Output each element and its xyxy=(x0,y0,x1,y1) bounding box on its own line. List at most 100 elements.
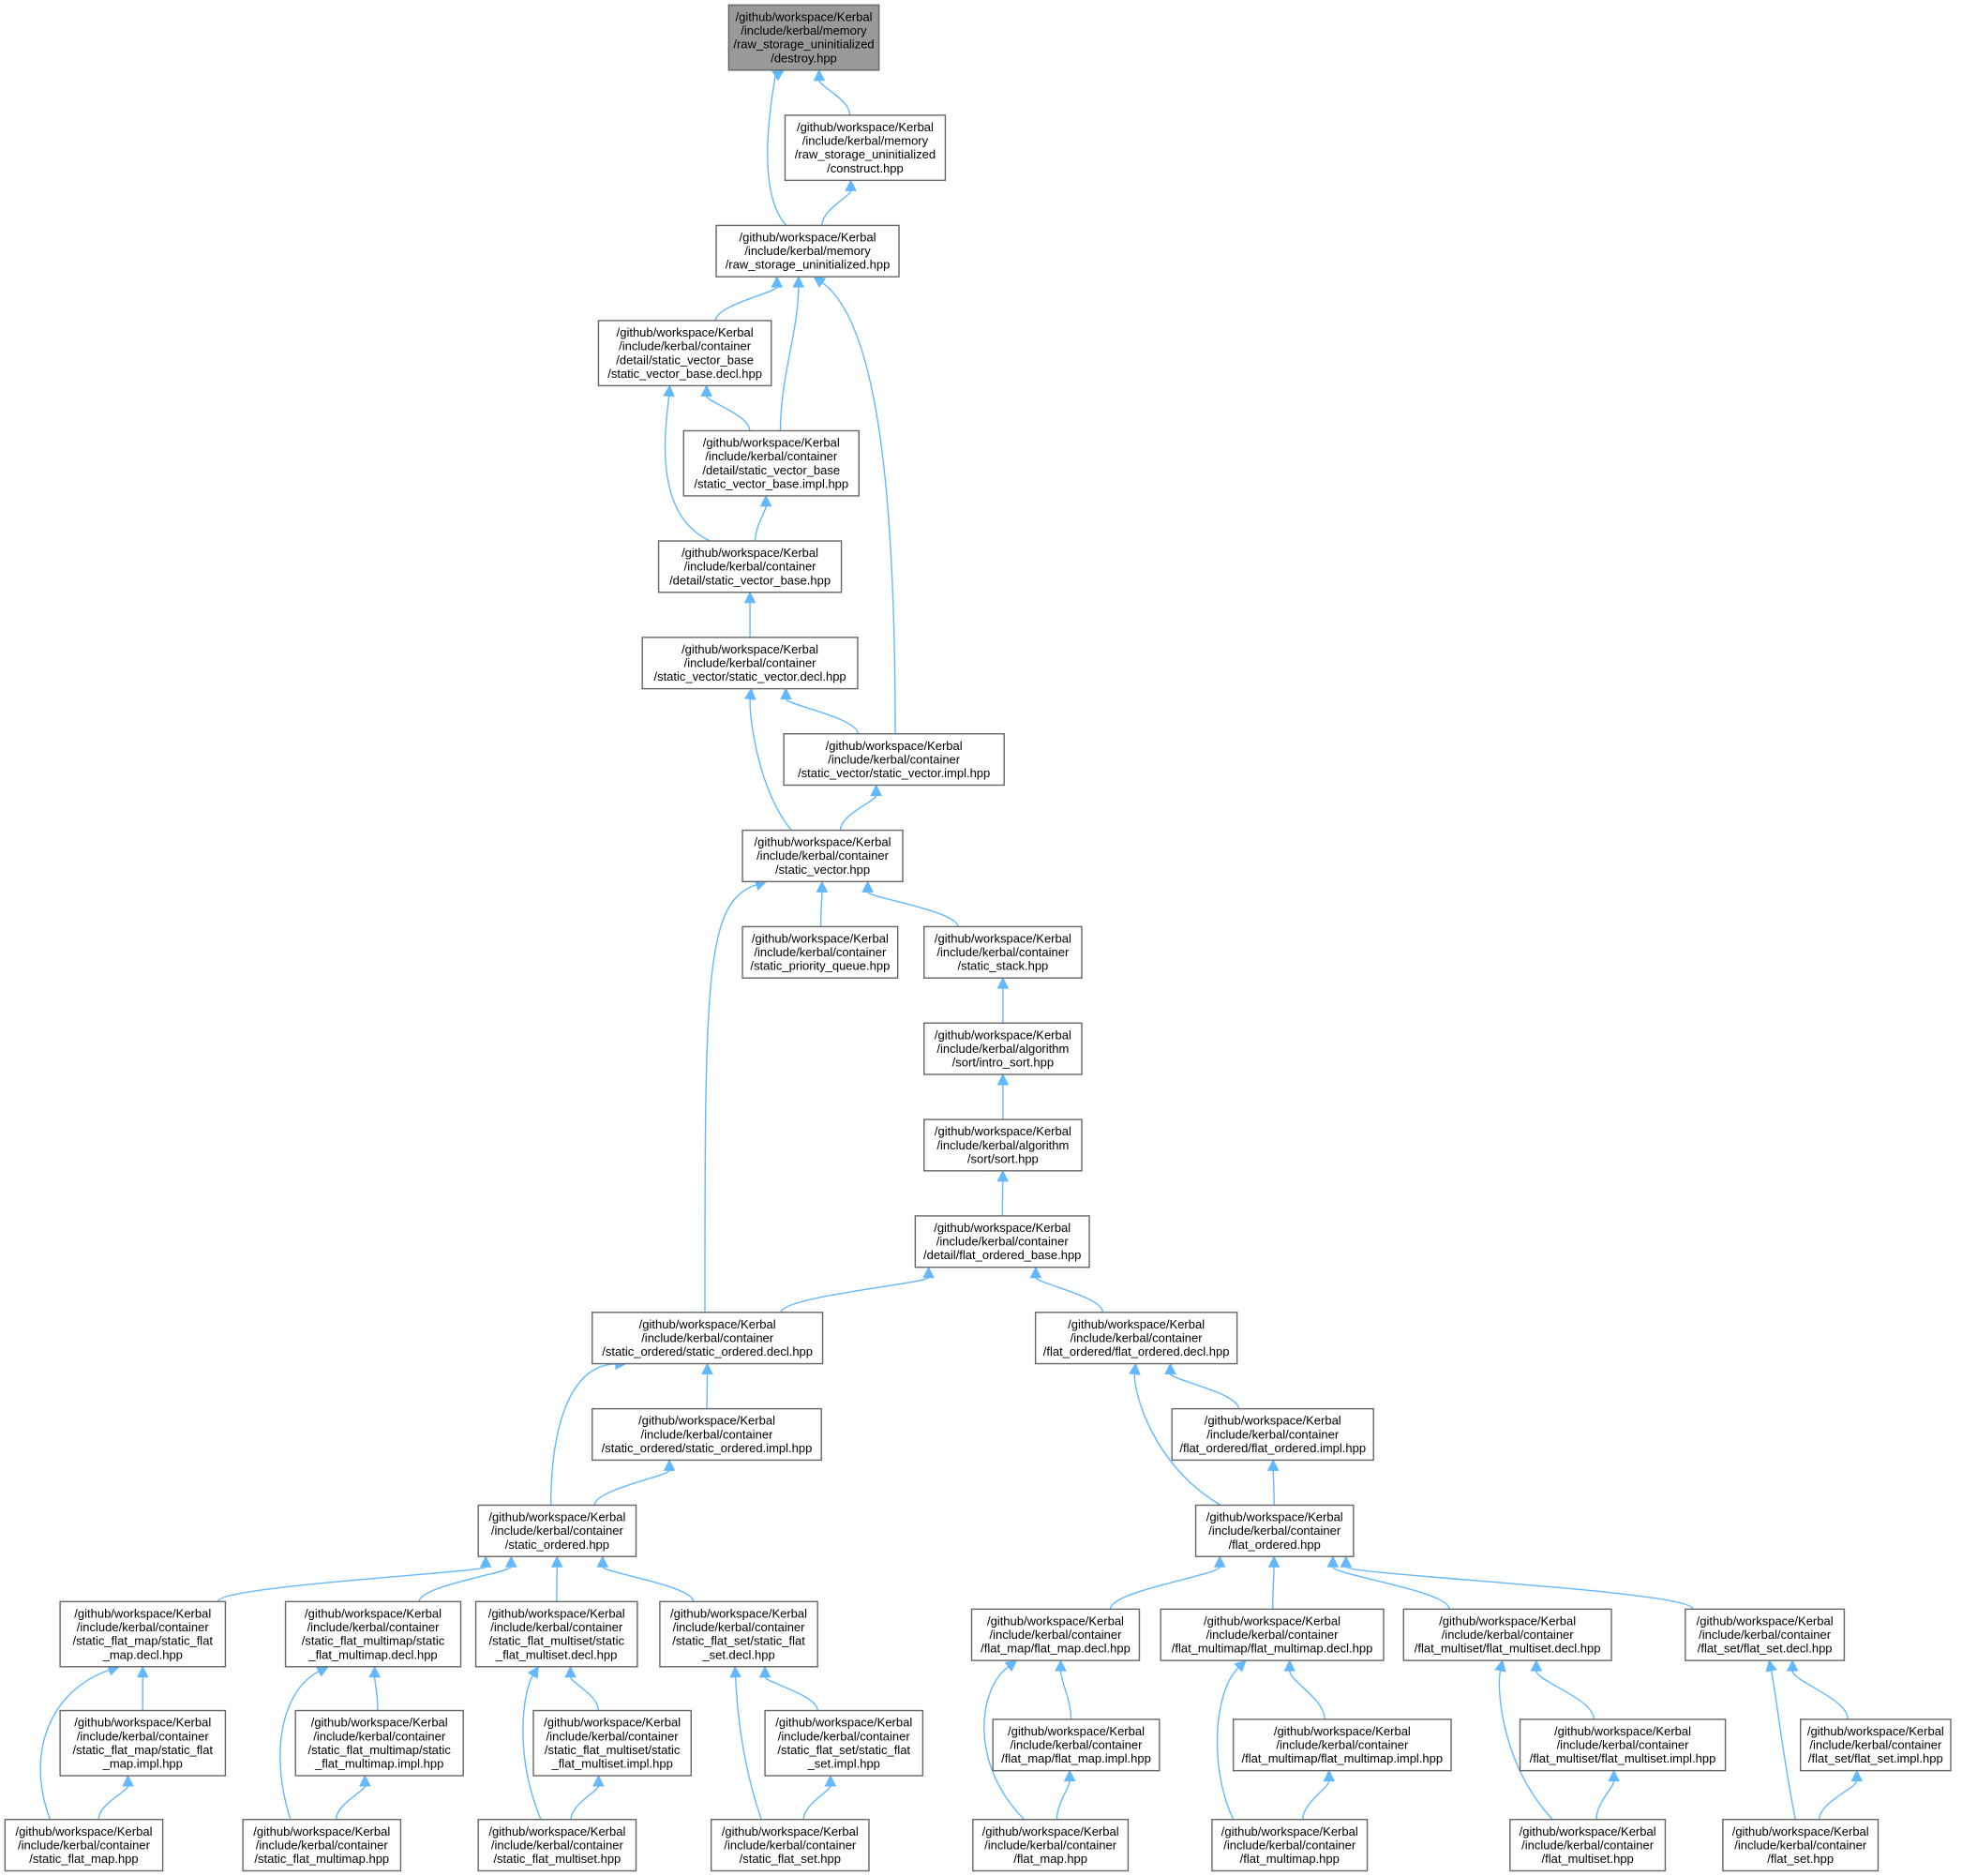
node-label-line: /include/kerbal/container xyxy=(1011,1738,1144,1752)
graph-node-fo-decl[interactable]: /github/workspace/Kerbal/include/kerbal/… xyxy=(1034,1312,1238,1365)
graph-node-so-impl[interactable]: /github/workspace/Kerbal/include/kerbal/… xyxy=(592,1407,822,1462)
graph-node-sfmm-impl[interactable]: /github/workspace/Kerbal/include/kerbal/… xyxy=(294,1709,464,1777)
node-box[interactable] xyxy=(59,1709,227,1777)
node-box[interactable] xyxy=(1402,1608,1612,1661)
graph-node-fs[interactable]: /github/workspace/Kerbal/include/kerbal/… xyxy=(1722,1819,1880,1872)
graph-node-fm-decl[interactable]: /github/workspace/Kerbal/include/kerbal/… xyxy=(970,1608,1141,1661)
node-box[interactable] xyxy=(641,637,859,690)
graph-node-sv[interactable]: /github/workspace/Kerbal/include/kerbal/… xyxy=(741,829,904,883)
node-box[interactable] xyxy=(242,1819,402,1872)
node-box[interactable] xyxy=(477,1504,637,1557)
node-box[interactable] xyxy=(592,1312,824,1365)
graph-node-fms-decl[interactable]: /github/workspace/Kerbal/include/kerbal/… xyxy=(1402,1608,1612,1661)
node-box[interactable] xyxy=(741,829,904,883)
node-box[interactable] xyxy=(923,1118,1083,1172)
graph-node-sfms[interactable]: /github/workspace/Kerbal/include/kerbal/… xyxy=(477,1819,637,1872)
graph-node-sfm-decl[interactable]: /github/workspace/Kerbal/include/kerbal/… xyxy=(59,1600,227,1668)
node-box[interactable] xyxy=(477,1819,637,1872)
graph-node-svb-impl[interactable]: /github/workspace/Kerbal/include/kerbal/… xyxy=(682,429,860,497)
node-label-line: /include/kerbal/container xyxy=(754,945,887,959)
node-box[interactable] xyxy=(1722,1819,1880,1872)
graph-node-sfs-decl[interactable]: /github/workspace/Kerbal/include/kerbal/… xyxy=(659,1600,818,1668)
graph-node-sfs-impl[interactable]: /github/workspace/Kerbal/include/kerbal/… xyxy=(764,1709,924,1777)
node-box[interactable] xyxy=(597,320,772,387)
graph-node-fmm[interactable]: /github/workspace/Kerbal/include/kerbal/… xyxy=(1211,1819,1369,1872)
node-label-line: /github/workspace/Kerbal xyxy=(755,835,891,849)
dependency-edge xyxy=(705,396,751,431)
graph-node-fs-impl[interactable]: /github/workspace/Kerbal/include/kerbal/… xyxy=(1799,1718,1952,1772)
graph-node-sfm-impl[interactable]: /github/workspace/Kerbal/include/kerbal/… xyxy=(59,1709,227,1777)
node-box[interactable] xyxy=(59,1600,227,1668)
node-box[interactable] xyxy=(923,925,1083,979)
graph-node-sfmm[interactable]: /github/workspace/Kerbal/include/kerbal/… xyxy=(242,1819,402,1872)
node-box[interactable] xyxy=(784,114,947,182)
graph-node-fo[interactable]: /github/workspace/Kerbal/include/kerbal/… xyxy=(1194,1504,1355,1557)
node-label-line: /github/workspace/Kerbal xyxy=(488,1824,625,1838)
node-box[interactable] xyxy=(972,1819,1130,1872)
graph-node-rsu[interactable]: /github/workspace/Kerbal/include/kerbal/… xyxy=(715,224,900,278)
arrowhead xyxy=(527,1665,539,1679)
graph-node-fmm-impl[interactable]: /github/workspace/Kerbal/include/kerbal/… xyxy=(1232,1718,1452,1772)
node-box[interactable] xyxy=(659,1600,818,1668)
graph-node-fob[interactable]: /github/workspace/Kerbal/include/kerbal/… xyxy=(914,1215,1090,1268)
graph-node-svb[interactable]: /github/workspace/Kerbal/include/kerbal/… xyxy=(657,540,843,593)
graph-node-sfs[interactable]: /github/workspace/Kerbal/include/kerbal/… xyxy=(710,1819,870,1872)
node-box[interactable] xyxy=(992,1718,1161,1772)
node-label-line: /static_flat_multiset/static xyxy=(488,1634,624,1648)
node-box[interactable] xyxy=(657,540,843,593)
node-box[interactable] xyxy=(1799,1718,1952,1772)
node-box[interactable] xyxy=(1211,1819,1369,1872)
node-box[interactable] xyxy=(474,1600,638,1668)
node-box[interactable] xyxy=(741,925,899,979)
graph-node-sfm[interactable]: /github/workspace/Kerbal/include/kerbal/… xyxy=(4,1819,164,1872)
node-box[interactable] xyxy=(715,224,900,278)
graph-node-sv-decl[interactable]: /github/workspace/Kerbal/include/kerbal/… xyxy=(641,637,859,690)
arrowhead xyxy=(122,1774,134,1787)
node-box[interactable] xyxy=(4,1819,164,1872)
arrowhead xyxy=(1326,1555,1340,1568)
graph-node-intro[interactable]: /github/workspace/Kerbal/include/kerbal/… xyxy=(923,1022,1083,1075)
node-box[interactable] xyxy=(1519,1718,1727,1772)
graph-node-so[interactable]: /github/workspace/Kerbal/include/kerbal/… xyxy=(477,1504,637,1557)
node-label-line: _flat_multimap.impl.hpp xyxy=(314,1756,443,1770)
graph-node-fmm-decl[interactable]: /github/workspace/Kerbal/include/kerbal/… xyxy=(1160,1608,1385,1661)
graph-node-svb-decl[interactable]: /github/workspace/Kerbal/include/kerbal/… xyxy=(597,320,772,387)
node-box[interactable] xyxy=(710,1819,870,1872)
node-box[interactable] xyxy=(914,1215,1090,1268)
graph-node-destroy[interactable]: /github/workspace/Kerbal/include/kerbal/… xyxy=(727,4,880,71)
node-box[interactable] xyxy=(1194,1504,1355,1557)
graph-node-sv-impl[interactable]: /github/workspace/Kerbal/include/kerbal/… xyxy=(783,733,1005,787)
node-box[interactable] xyxy=(284,1600,462,1668)
node-box[interactable] xyxy=(294,1709,464,1777)
node-box[interactable] xyxy=(532,1709,692,1777)
graph-node-fm[interactable]: /github/workspace/Kerbal/include/kerbal/… xyxy=(972,1819,1130,1872)
node-box[interactable] xyxy=(1232,1718,1452,1772)
graph-node-fs-decl[interactable]: /github/workspace/Kerbal/include/kerbal/… xyxy=(1685,1608,1846,1661)
node-box[interactable] xyxy=(923,1022,1083,1075)
node-box[interactable] xyxy=(783,733,1005,787)
graph-node-sfms-decl[interactable]: /github/workspace/Kerbal/include/kerbal/… xyxy=(474,1600,638,1668)
node-box[interactable] xyxy=(1685,1608,1846,1661)
graph-node-fo-impl[interactable]: /github/workspace/Kerbal/include/kerbal/… xyxy=(1171,1407,1374,1462)
graph-node-construct[interactable]: /github/workspace/Kerbal/include/kerbal/… xyxy=(784,114,947,182)
node-box[interactable] xyxy=(1160,1608,1385,1661)
graph-node-sstack[interactable]: /github/workspace/Kerbal/include/kerbal/… xyxy=(923,925,1083,979)
node-box[interactable] xyxy=(1171,1407,1374,1462)
graph-node-sfms-impl[interactable]: /github/workspace/Kerbal/include/kerbal/… xyxy=(532,1709,692,1777)
node-box[interactable] xyxy=(764,1709,924,1777)
graph-node-fms-impl[interactable]: /github/workspace/Kerbal/include/kerbal/… xyxy=(1519,1718,1727,1772)
graph-node-spq[interactable]: /github/workspace/Kerbal/include/kerbal/… xyxy=(741,925,899,979)
graph-node-sfmm-decl[interactable]: /github/workspace/Kerbal/include/kerbal/… xyxy=(284,1600,462,1668)
node-box[interactable] xyxy=(970,1608,1141,1661)
arrowhead xyxy=(996,1073,1010,1086)
node-box[interactable] xyxy=(727,4,880,71)
graph-node-sort[interactable]: /github/workspace/Kerbal/include/kerbal/… xyxy=(923,1118,1083,1172)
node-box[interactable] xyxy=(1509,1819,1667,1872)
node-box[interactable] xyxy=(682,429,860,497)
node-label-line: /static_vector_base.decl.hpp xyxy=(607,367,762,381)
graph-node-fm-impl[interactable]: /github/workspace/Kerbal/include/kerbal/… xyxy=(992,1718,1161,1772)
graph-node-so-decl[interactable]: /github/workspace/Kerbal/include/kerbal/… xyxy=(592,1312,824,1365)
graph-node-fms[interactable]: /github/workspace/Kerbal/include/kerbal/… xyxy=(1509,1819,1667,1872)
node-box[interactable] xyxy=(1034,1312,1238,1365)
node-box[interactable] xyxy=(592,1407,822,1462)
